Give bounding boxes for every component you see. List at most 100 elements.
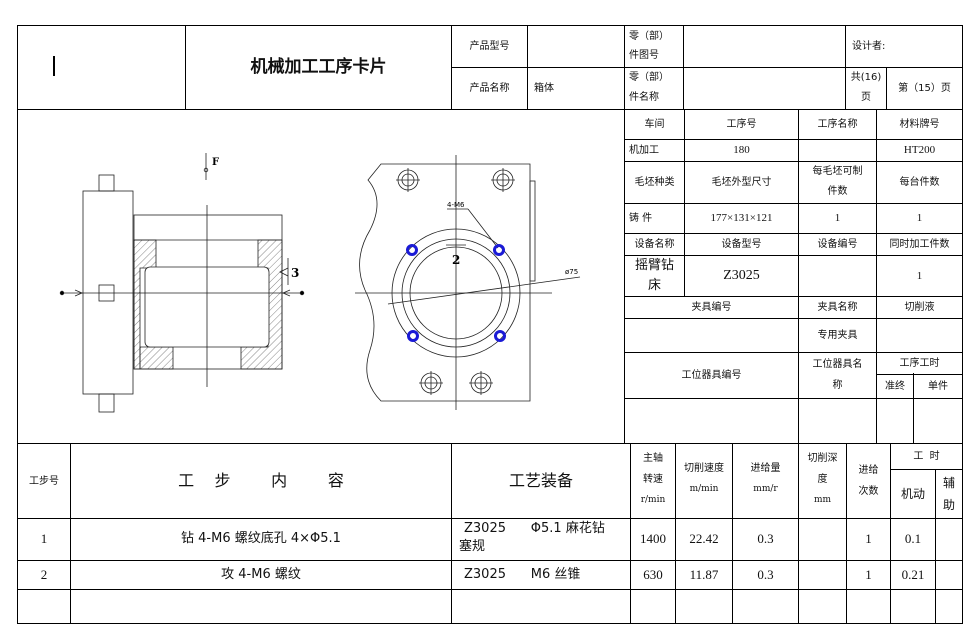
station-tool-no-value[interactable] (625, 399, 798, 443)
process-name-value[interactable] (799, 140, 876, 161)
prep-time-label: 准终 (885, 381, 905, 392)
station-tool-no-label: 工位器具编号 (681, 370, 742, 381)
step-content-header: 工 步 内 容 (178, 470, 344, 490)
equipment-name-value[interactable]: 摇臂钻 床 (634, 258, 674, 293)
cut-depth-header: 切削深 度 mm (807, 453, 838, 505)
row2-passes[interactable]: 1 (865, 566, 872, 582)
process-name-label: 工序名称 (817, 119, 858, 130)
product-model-value[interactable] (528, 26, 624, 67)
text-cursor (53, 56, 55, 76)
row2-spindle[interactable]: 630 (643, 566, 663, 582)
card-title: 机械加工工序卡片 (250, 57, 387, 78)
row3-feed[interactable] (733, 590, 798, 623)
coolant-value[interactable] (877, 319, 962, 352)
roughness-center: 2 (452, 253, 460, 267)
station-tool-name-value[interactable] (799, 399, 876, 443)
row1-passes[interactable]: 1 (865, 531, 872, 547)
unit-time-label: 单件 (928, 381, 948, 392)
diameter-note: ø75 (565, 268, 578, 276)
workshop-value[interactable]: 机加工 (629, 145, 659, 156)
row1-aux-time[interactable] (936, 519, 962, 560)
blank-type-label: 毛坯种类 (634, 177, 675, 188)
pieces-per-blank-value[interactable]: 1 (834, 212, 841, 225)
process-no-value[interactable]: 180 (733, 144, 750, 157)
designer-label: 设计者: (852, 41, 886, 52)
pieces-per-blank-label: 每毛坯可制 件数 (812, 166, 863, 197)
row2-machine-time[interactable]: 0.21 (901, 566, 925, 582)
equipment-no-value[interactable] (799, 256, 876, 296)
part-name-label: 零（部） 件名称 (629, 72, 669, 103)
row3-aux-time[interactable] (936, 590, 962, 623)
roughness-left: 3 (291, 266, 299, 280)
row2-cut-speed[interactable]: 11.87 (689, 566, 719, 582)
fixture-no-label: 夹具编号 (691, 302, 732, 313)
total-pages: 共(16) 页 (850, 72, 882, 103)
row2-aux-time[interactable] (936, 561, 962, 589)
row3-passes[interactable] (847, 590, 890, 623)
pieces-per-unit-value[interactable]: 1 (916, 212, 923, 225)
step-no-header: 工步号 (29, 475, 59, 487)
row1-feed[interactable]: 0.3 (757, 531, 774, 547)
product-model-label: 产品型号 (469, 41, 510, 52)
unit-time-value[interactable] (914, 399, 962, 443)
blank-type-value[interactable]: 铸 件 (629, 213, 653, 224)
part-name-value[interactable] (684, 68, 845, 109)
material-label: 材料牌号 (899, 119, 940, 130)
row3-content[interactable] (71, 590, 451, 623)
passes-header: 进给 次数 (858, 465, 879, 497)
part-drawing-no-label: 零（部） 件图号 (629, 31, 669, 61)
row1-machine-time[interactable]: 0.1 (904, 531, 922, 547)
row2-feed[interactable]: 0.3 (757, 566, 774, 582)
machine-time-header: 机动 (900, 486, 925, 501)
feed-header: 进给量 mm/r (750, 463, 781, 494)
row3-equipment[interactable] (452, 590, 630, 623)
force-label: F (212, 157, 219, 168)
row1-cut-speed[interactable]: 22.42 (689, 531, 719, 547)
simultaneous-value[interactable]: 1 (916, 269, 923, 282)
equipment-model-value[interactable]: Z3025 (723, 267, 760, 283)
row1-equipment[interactable]: Z3025 Φ5.1 麻花钻 塞规 (459, 521, 605, 554)
station-tool-name-label: 工位器具名 称 (812, 359, 863, 391)
row1-spindle[interactable]: 1400 (640, 531, 666, 547)
equipment-no-label: 设备编号 (817, 239, 858, 250)
row3-spindle[interactable] (631, 590, 675, 623)
part-drawing-no-value[interactable] (684, 26, 845, 67)
thread-note: 4-M6 (447, 201, 465, 209)
blank-size-label: 毛坯外型尺寸 (711, 177, 772, 188)
row1-depth[interactable] (799, 519, 846, 560)
aux-time-header: 辅 助 (942, 476, 955, 512)
row1-content[interactable]: 钻 4-M6 螺纹底孔 4×Φ5.1 (181, 531, 341, 547)
workshop-label: 车间 (644, 119, 665, 130)
process-no-label: 工序号 (726, 119, 757, 130)
pieces-per-unit-label: 每台件数 (899, 177, 940, 188)
fixture-no-value[interactable] (625, 319, 798, 352)
prep-time-value[interactable] (877, 399, 913, 443)
row2-equipment[interactable]: Z3025 M6 丝锥 (464, 566, 581, 582)
blank-size-value[interactable]: 177×131×121 (710, 212, 773, 225)
spindle-speed-header: 主轴 转速 r/min (640, 453, 666, 505)
row3-step-no[interactable] (18, 590, 70, 623)
simultaneous-label: 同时加工件数 (889, 239, 950, 250)
cut-speed-header: 切削速度 m/min (684, 463, 724, 494)
equipment-name-label: 设备名称 (634, 239, 675, 250)
logo-cell[interactable] (18, 26, 185, 109)
process-drawing: F 3 2 4-M6 ø75 (59, 153, 581, 413)
row2-depth[interactable] (799, 561, 846, 589)
row3-machine-time[interactable] (891, 590, 935, 623)
fixture-name-value[interactable]: 专用夹具 (817, 330, 858, 341)
product-name-value[interactable]: 箱体 (534, 83, 554, 94)
product-name-label: 产品名称 (469, 83, 510, 94)
material-value[interactable]: HT200 (903, 144, 936, 157)
current-page: 第（15）页 (898, 83, 951, 94)
row2-step-no[interactable]: 2 (40, 566, 48, 582)
row3-cut-speed[interactable] (676, 590, 732, 623)
equipment-header: 工艺装备 (508, 470, 573, 490)
coolant-label: 切削液 (904, 302, 935, 313)
work-time-header: 工 时 (913, 451, 940, 462)
process-time-label: 工序工时 (899, 358, 940, 369)
equipment-model-label: 设备型号 (721, 239, 762, 250)
row1-step-no[interactable]: 1 (40, 531, 48, 547)
row2-content[interactable]: 攻 4-M6 螺纹 (221, 566, 301, 582)
row3-depth[interactable] (799, 590, 846, 623)
fixture-name-label: 夹具名称 (817, 302, 858, 313)
